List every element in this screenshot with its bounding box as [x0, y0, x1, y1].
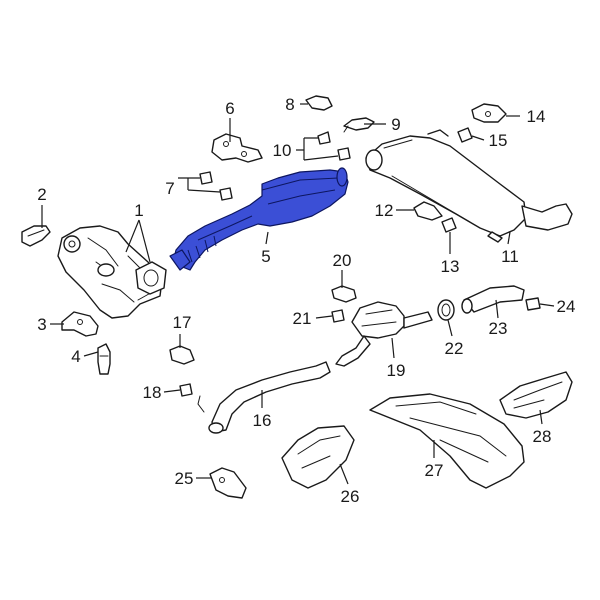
callout-6[interactable]: 6	[225, 99, 234, 118]
callout-26[interactable]: 26	[341, 487, 360, 506]
part-18-insulator[interactable]	[179, 383, 193, 397]
callout-1[interactable]: 1	[134, 201, 143, 220]
callout-23[interactable]: 23	[489, 319, 508, 338]
callout-7[interactable]: 7	[165, 179, 174, 198]
part-5-diesel-particulate-filter[interactable]	[169, 167, 349, 271]
part-24-insulator[interactable]	[525, 297, 541, 311]
part-12-bracket[interactable]	[413, 201, 443, 221]
callout-20[interactable]: 20	[333, 251, 352, 270]
callout-9[interactable]: 9	[391, 115, 400, 134]
callout-14[interactable]: 14	[527, 107, 546, 126]
callout-18[interactable]: 18	[143, 383, 162, 402]
part-17-hanger[interactable]	[169, 345, 195, 365]
callout-10[interactable]: 10	[273, 141, 292, 160]
part-7-insulator-upper[interactable]	[199, 171, 213, 185]
callout-12[interactable]: 12	[375, 201, 394, 220]
callout-19[interactable]: 19	[387, 361, 406, 380]
part-26-heat-shield[interactable]	[281, 425, 355, 489]
part-19-resonator[interactable]	[335, 301, 433, 367]
part-22-clamp[interactable]	[437, 299, 455, 321]
part-27-heat-shield[interactable]	[369, 393, 525, 489]
part-6-bracket[interactable]	[211, 133, 263, 163]
part-11-muffler[interactable]	[365, 129, 573, 243]
part-21-insulator[interactable]	[331, 309, 345, 323]
part-20-bracket[interactable]	[331, 285, 357, 303]
part-15-insulator[interactable]	[457, 127, 473, 143]
part-1-gasket[interactable]	[135, 261, 167, 295]
part-9-hanger[interactable]	[343, 117, 375, 133]
part-14-bracket[interactable]	[471, 103, 507, 123]
part-25-bracket[interactable]	[209, 467, 247, 499]
part-28-heat-shield[interactable]	[499, 371, 573, 419]
callout-24[interactable]: 24	[557, 297, 576, 316]
callout-17[interactable]: 17	[173, 313, 192, 332]
part-23-pipe[interactable]	[461, 285, 525, 314]
callout-27[interactable]: 27	[425, 461, 444, 480]
callout-11[interactable]: 11	[501, 247, 519, 266]
callout-22[interactable]: 22	[445, 339, 464, 358]
part-16-exhaust-pipe[interactable]	[197, 361, 331, 434]
callout-2[interactable]: 2	[37, 185, 46, 204]
callout-13[interactable]: 13	[441, 257, 460, 276]
part-2-bracket[interactable]	[21, 225, 51, 247]
callout-16[interactable]: 16	[253, 411, 272, 430]
callout-8[interactable]: 8	[285, 95, 294, 114]
callout-3[interactable]: 3	[37, 315, 46, 334]
part-10-insulator-upper[interactable]	[317, 131, 331, 145]
leader-lines	[41, 103, 555, 485]
callout-25[interactable]: 25	[175, 469, 194, 488]
part-7-insulator-lower[interactable]	[219, 187, 233, 201]
part-3-bracket[interactable]	[61, 311, 99, 337]
part-4-bracket[interactable]	[97, 343, 111, 375]
callout-21[interactable]: 21	[293, 309, 312, 328]
callouts: 1 2 3 4 5 6 7 8 9 10 11 12 13 14 15 16 1…	[37, 95, 575, 506]
callout-5[interactable]: 5	[261, 247, 270, 266]
part-13-insulator[interactable]	[441, 217, 457, 233]
part-10-insulator-lower[interactable]	[337, 147, 351, 161]
callout-28[interactable]: 28	[533, 427, 552, 446]
part-8-bracket[interactable]	[305, 95, 333, 111]
callout-15[interactable]: 15	[489, 131, 508, 150]
callout-4[interactable]: 4	[71, 347, 80, 366]
